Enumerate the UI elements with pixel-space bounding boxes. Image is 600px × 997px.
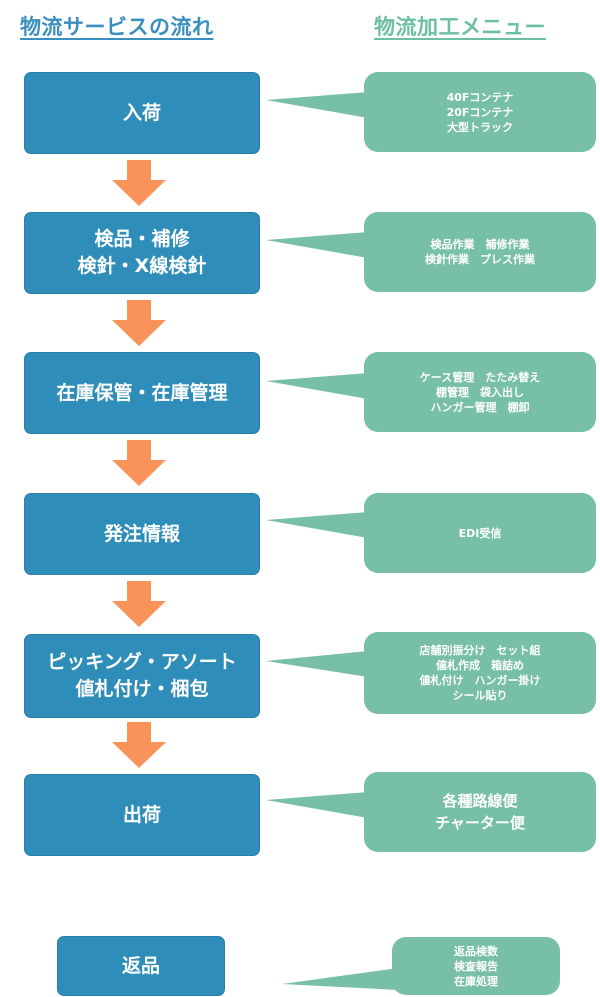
menu-callout-receiving: 40Fコンテナ 20Fコンテナ 大型トラック [364, 72, 596, 152]
flow-step-receiving: 入荷 [24, 72, 260, 154]
down-arrow-icon [112, 440, 166, 486]
callout-tail-2 [266, 232, 368, 258]
callout-tail-1 [266, 92, 368, 118]
menu-item: 各種路線便 [442, 792, 518, 810]
flow-step-returns: 返品 [57, 936, 225, 996]
callout-tail-6 [266, 792, 368, 818]
flow-step-ordering: 発注情報 [24, 493, 260, 575]
menu-callout-ordering: EDI受信 [364, 493, 596, 573]
menu-item: 在庫処理 [454, 974, 498, 988]
callout-tail-returns [282, 968, 398, 990]
menu-item: EDI受信 [458, 526, 502, 540]
flow-step-label: 発注情報 [103, 522, 180, 545]
menu-item: ハンガー管理 棚卸 [430, 400, 530, 414]
menu-item: 大型トラック [447, 120, 513, 134]
flow-heading: 物流サービスの流れ [20, 15, 214, 39]
menu-item: 値札付け ハンガー掛け [419, 674, 541, 687]
menu-callout-returns: 返品検数 検査報告 在庫処理 [392, 937, 560, 995]
callout-tail-3 [266, 373, 368, 399]
menu-item: 検査報告 [454, 959, 498, 973]
menu-item: シール貼り [452, 689, 508, 702]
flow-step-label: ピッキング・アソート [47, 651, 237, 673]
callout-tail-5 [266, 651, 368, 677]
menu-item: 40Fコンテナ [446, 90, 514, 104]
flow-step-label: 値札付け・梱包 [75, 678, 209, 700]
menu-item: 20Fコンテナ [446, 105, 514, 119]
flow-step-storage: 在庫保管・在庫管理 [24, 352, 260, 434]
menu-callout-inspection: 検品作業 補修作業 検針作業 プレス作業 [364, 212, 596, 292]
flow-step-picking: ピッキング・アソート 値札付け・梱包 [24, 634, 260, 718]
flow-step-label: 在庫保管・在庫管理 [56, 381, 228, 404]
callout-tail-4 [266, 512, 368, 538]
flow-step-shipping: 出荷 [24, 774, 260, 856]
flow-step-label: 検品・補修 [94, 228, 190, 250]
menu-item: 検針作業 プレス作業 [425, 253, 535, 266]
down-arrow-icon [112, 300, 166, 346]
menu-item: 返品検数 [454, 944, 498, 958]
menu-item: ケース管理 たたみ替え [419, 370, 541, 384]
menu-heading: 物流加工メニュー [374, 15, 546, 39]
down-arrow-icon [112, 160, 166, 206]
down-arrow-icon [112, 722, 166, 768]
menu-item: 値札作成 箱詰め [436, 659, 524, 672]
menu-item: 検品作業 補修作業 [430, 238, 530, 251]
flow-step-inspection: 検品・補修 検針・X線検針 [24, 212, 260, 294]
flow-step-label: 入荷 [122, 101, 161, 124]
menu-item: 棚管理 袋入出し [436, 385, 524, 399]
menu-item: 店舗別振分け セット組 [419, 644, 541, 657]
down-arrow-icon [112, 581, 166, 627]
menu-callout-shipping: 各種路線便 チャーター便 [364, 772, 596, 852]
flow-step-label: 検針・X線検針 [77, 255, 207, 277]
menu-callout-storage: ケース管理 たたみ替え 棚管理 袋入出し ハンガー管理 棚卸 [364, 352, 596, 432]
flow-step-label: 出荷 [122, 803, 161, 826]
flow-step-label: 返品 [121, 954, 160, 977]
menu-callout-picking: 店舗別振分け セット組 値札作成 箱詰め 値札付け ハンガー掛け シール貼り [364, 632, 596, 714]
menu-item: チャーター便 [435, 814, 525, 832]
